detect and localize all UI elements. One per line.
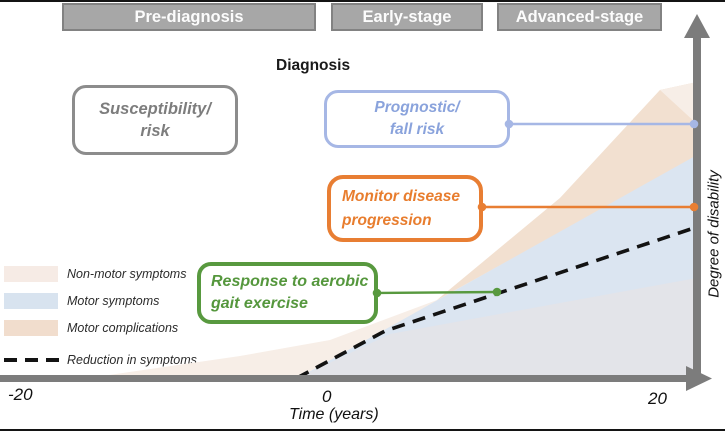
response-aerobic-exercise-box: Response to aerobic gait exercise bbox=[197, 262, 378, 324]
legend-item-reduction: Reduction in symptoms bbox=[4, 352, 197, 368]
stage-bar-early-stage: Early-stage bbox=[331, 3, 483, 31]
x-axis-arrowhead bbox=[686, 366, 712, 391]
box-text-line: risk bbox=[140, 122, 170, 140]
y-axis-bar bbox=[693, 30, 701, 377]
x-tick-minus-20: -20 bbox=[8, 385, 33, 404]
stage-bar-pre-diagnosis: Pre-diagnosis bbox=[62, 3, 316, 31]
legend-label: Non-motor symptoms bbox=[67, 267, 187, 281]
monitor-disease-progression-box: Monitor disease progression bbox=[327, 175, 483, 242]
box-text-line: Prognostic/ bbox=[374, 99, 460, 117]
stage-label: Pre-diagnosis bbox=[134, 7, 244, 26]
legend-label: Motor complications bbox=[67, 321, 179, 335]
motor-complications-swatch bbox=[4, 320, 58, 336]
box-text-line: gait exercise bbox=[211, 295, 308, 312]
prognostic-connector-end-dot bbox=[689, 119, 699, 129]
legend-label: Reduction in symptoms bbox=[67, 353, 197, 367]
top-border-line bbox=[0, 0, 725, 2]
x-tick-0: 0 bbox=[322, 387, 332, 406]
legend-item-non-motor: Non-motor symptoms bbox=[4, 266, 197, 282]
stage-bar-advanced-stage: Advanced-stage bbox=[497, 3, 662, 31]
box-text-line: Susceptibility/ bbox=[99, 99, 211, 118]
diagnosis-label: Diagnosis bbox=[276, 57, 351, 74]
legend-label: Motor symptoms bbox=[67, 294, 160, 308]
box-text-line: fall risk bbox=[389, 121, 445, 138]
legend: Non-motor symptoms Motor symptoms Motor … bbox=[4, 266, 197, 379]
non-motor-fold-highlight bbox=[660, 82, 697, 124]
dashed-line-sample bbox=[4, 358, 60, 362]
legend-item-motor-complications: Motor complications bbox=[4, 320, 197, 336]
x-tick-20: 20 bbox=[648, 389, 667, 408]
monitor-connector-end-dot bbox=[689, 202, 699, 212]
motor-symptoms-swatch bbox=[4, 293, 58, 309]
prognostic-fall-risk-box: Prognostic/ fall risk bbox=[324, 90, 510, 148]
legend-item-motor-symptoms: Motor symptoms bbox=[4, 293, 197, 309]
y-axis-title: Degree of disability bbox=[705, 170, 723, 298]
stage-label: Advanced-stage bbox=[515, 7, 644, 26]
box-text-line: progression bbox=[342, 211, 432, 229]
susceptibility-risk-box: Susceptibility/ risk bbox=[72, 85, 238, 155]
box-text-line: Monitor disease bbox=[342, 188, 460, 206]
response-connector bbox=[376, 290, 498, 295]
x-axis-title: Time (years) bbox=[289, 406, 379, 423]
response-connector-end-dot bbox=[492, 287, 502, 297]
box-text-line: Response to aerobic bbox=[211, 272, 369, 290]
y-axis-arrowhead bbox=[684, 14, 710, 38]
bottom-border-line bbox=[0, 429, 725, 431]
stage-label: Early-stage bbox=[362, 7, 452, 26]
non-motor-swatch bbox=[4, 266, 58, 282]
